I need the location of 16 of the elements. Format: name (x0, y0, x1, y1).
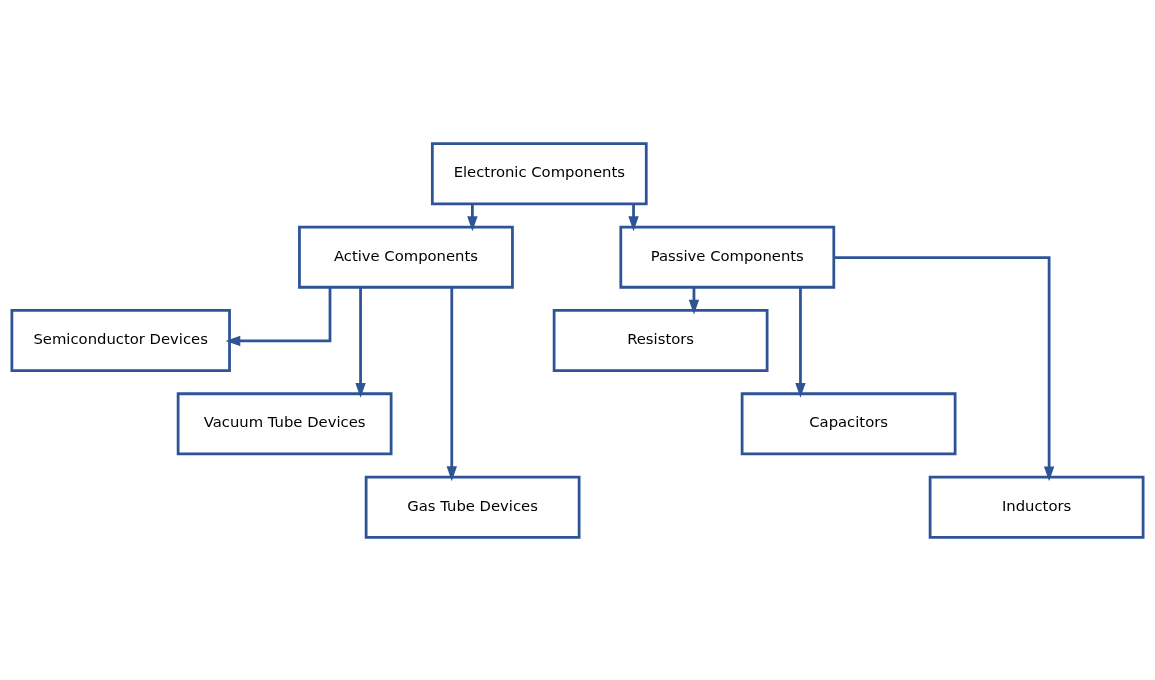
node-box: Electronic Components (430, 141, 648, 205)
node-box: Semiconductor Devices (10, 308, 231, 372)
node-box: Passive Components (619, 225, 836, 289)
arrow (834, 255, 1055, 481)
arrow (795, 286, 806, 398)
node-box: Gas Tube Devices (364, 475, 581, 539)
arrow (628, 203, 639, 231)
arrow (446, 286, 457, 481)
node-box: Active Components (298, 225, 514, 289)
node-box: Vacuum Tube Devices (176, 391, 393, 455)
arrow (467, 203, 478, 231)
arrow (355, 286, 366, 398)
node-box: Capacitors (740, 391, 957, 455)
arrow (225, 286, 332, 346)
node-box: Inductors (928, 475, 1145, 539)
node-box: Resistors (552, 308, 769, 372)
